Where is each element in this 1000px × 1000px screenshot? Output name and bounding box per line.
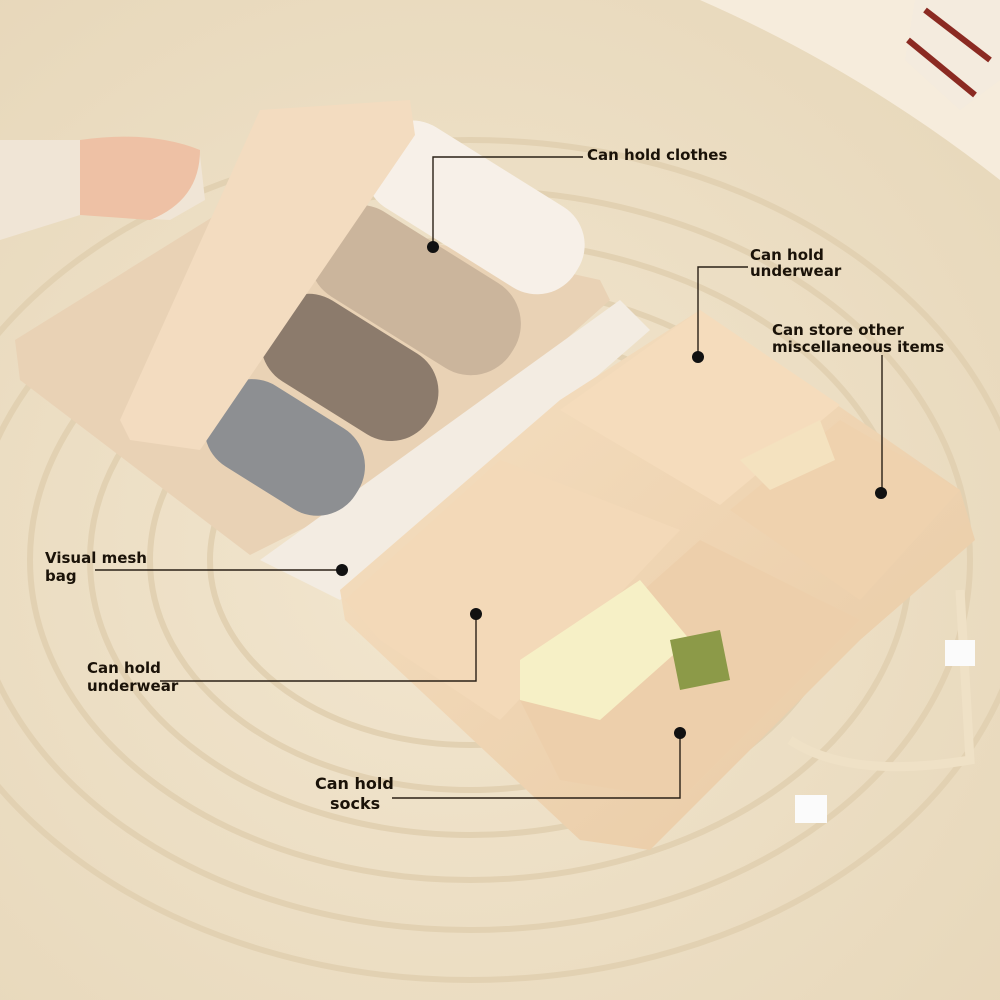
callout-misc: Can store other miscellaneous items xyxy=(772,321,944,499)
callout-mesh: Visual mesh bag xyxy=(45,549,348,585)
striped-cloth xyxy=(905,0,1000,110)
white-roll xyxy=(364,120,585,295)
gray-roll xyxy=(204,379,365,516)
label-underwear-left-1: Can hold xyxy=(87,659,161,677)
clothes-compartment xyxy=(0,100,650,600)
label-misc-2: miscellaneous items xyxy=(772,338,944,356)
label-misc-1: Can store other xyxy=(772,321,905,339)
label-clothes: Can hold clothes xyxy=(587,146,727,164)
callout-clothes: Can hold clothes xyxy=(427,146,727,253)
hand xyxy=(80,136,200,220)
mesh-panel xyxy=(260,300,650,600)
pouch-compartments xyxy=(340,310,975,850)
label-mesh-1: Visual mesh xyxy=(45,549,147,567)
callout-socks: Can hold socks xyxy=(315,727,686,813)
green-strap xyxy=(670,630,730,690)
label-underwear-top-2: underwear xyxy=(750,262,842,280)
label-mesh-2: bag xyxy=(45,567,77,585)
knit-roll xyxy=(309,204,521,376)
label-underwear-top-1: Can hold xyxy=(750,246,824,264)
callout-underwear-left: Can hold underwear xyxy=(87,608,482,695)
open-lid xyxy=(120,100,415,450)
bra-item xyxy=(520,580,690,720)
label-socks-2: socks xyxy=(330,794,380,813)
label-underwear-left-2: underwear xyxy=(87,677,179,695)
brown-roll xyxy=(261,293,439,442)
label-socks-1: Can hold xyxy=(315,774,394,793)
callout-underwear-top: Can hold underwear xyxy=(692,246,842,363)
